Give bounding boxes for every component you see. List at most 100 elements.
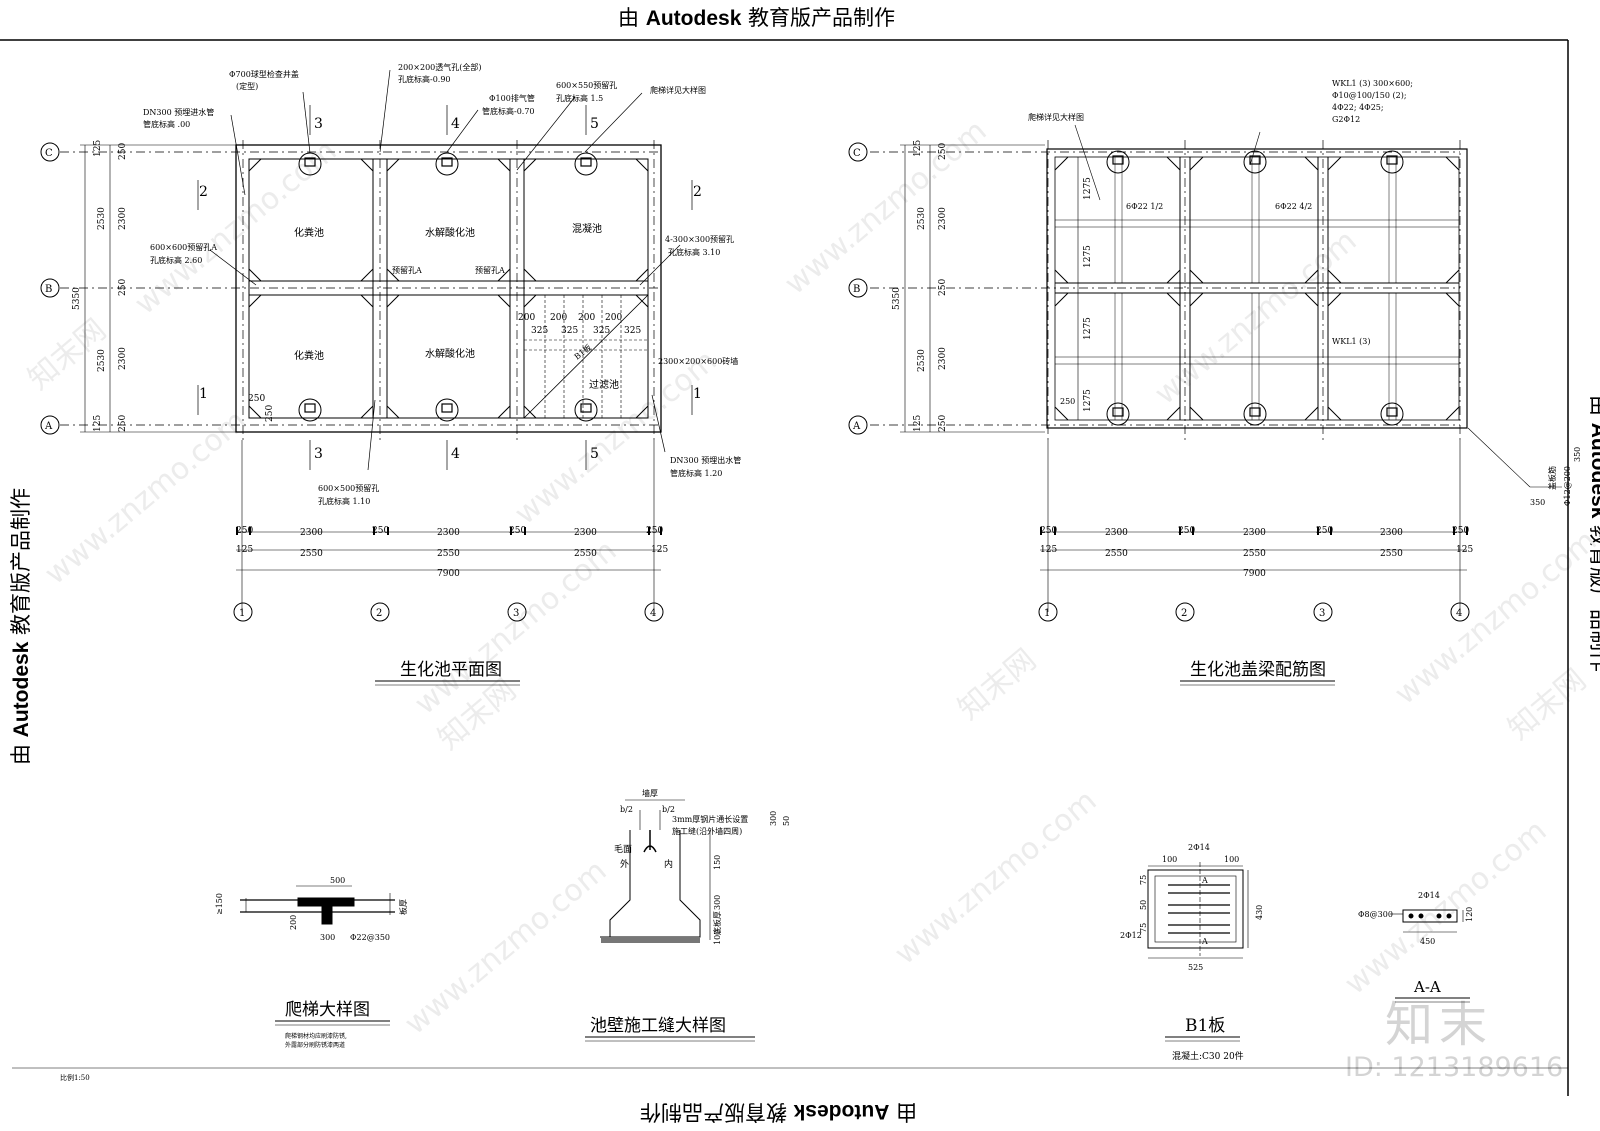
dim: 200	[578, 313, 595, 323]
annotation: 4-300×300预留孔	[665, 234, 734, 244]
znzmo-id: ID: 1213189616	[1345, 1052, 1564, 1083]
b1-label: 2Φ12	[1120, 931, 1142, 940]
dim: 250	[236, 526, 253, 536]
section-mark: 5	[590, 446, 599, 462]
axis-label: A	[852, 421, 861, 432]
dim: 2530	[917, 349, 927, 372]
aa-label: Φ8@300	[1358, 910, 1393, 919]
dim: 250	[118, 143, 128, 160]
dim: 325	[561, 326, 578, 336]
dim: 125	[1456, 545, 1473, 555]
joint-label: b/2	[662, 805, 675, 814]
dim: 125	[236, 545, 253, 555]
annotation: 孔底标高 2.60	[150, 255, 202, 265]
dim: 500	[330, 876, 345, 885]
dim: 2300	[118, 207, 128, 230]
dim: 200	[605, 313, 622, 323]
dim: 2550	[437, 549, 460, 559]
section-aa-detail	[1390, 909, 1464, 933]
beam-labels: C B A 1 2 3 4 2530 5350 2530 125 250 230…	[852, 79, 1582, 680]
b1-label: 100	[1162, 855, 1177, 864]
dim: 250	[1316, 526, 1333, 536]
dim: 325	[531, 326, 548, 336]
annotation: (定型)	[236, 81, 258, 91]
annotation: 爬梯详见大样图	[1028, 112, 1084, 122]
dim: 2300	[1243, 528, 1266, 538]
dim: 125	[913, 415, 923, 432]
plan-title-underline	[375, 680, 520, 686]
section-aa-labels: 2Φ14 Φ8@300 120 450 A-A	[1358, 891, 1474, 996]
room-label: 水解酸化池	[425, 226, 475, 239]
dim: 450	[1420, 937, 1435, 946]
annotation: 6Φ22 4/2	[1275, 202, 1312, 211]
beam-title-underline	[1180, 680, 1335, 686]
dim: 250	[509, 526, 526, 536]
joint-label: 墙厚	[642, 788, 658, 798]
dim: 50	[782, 816, 791, 826]
dim: 1275	[1083, 317, 1093, 340]
scale-note: 比例1:50	[60, 1073, 90, 1082]
dim: 250	[265, 405, 275, 422]
dim: 2550	[300, 549, 323, 559]
dim: 100	[713, 930, 722, 945]
dim: ≥150	[215, 893, 224, 915]
annotation: 管底标高 1.20	[670, 468, 722, 478]
annotation: DN300 预埋出水管	[670, 455, 741, 465]
section-mark: 4	[451, 116, 460, 132]
dim: 325	[624, 326, 641, 336]
annotation: 孔底标高 3.10	[668, 247, 720, 257]
b1-label: A	[1201, 876, 1208, 885]
dim: 板厚	[398, 899, 408, 915]
axis-label: 2	[376, 608, 382, 619]
b1-label: 2Φ14	[1188, 843, 1210, 852]
dim: 250	[938, 415, 948, 432]
annotation: WKL1 (3)	[1332, 337, 1370, 346]
znzmo-logo: 知末	[1385, 997, 1494, 1053]
dim: 250	[938, 279, 948, 296]
axis-label: A	[44, 421, 53, 432]
joint-label: 内	[664, 858, 673, 870]
section-mark: 3	[314, 446, 323, 462]
dim: 7900	[437, 569, 460, 579]
axis-label: 4	[650, 608, 656, 619]
dim: 125	[913, 140, 923, 157]
dim: 200	[289, 915, 298, 930]
dim: 2550	[1105, 549, 1128, 559]
annotation: 预留孔A	[475, 265, 505, 275]
dim: 250	[118, 415, 128, 432]
dim: 底板厚	[712, 911, 722, 935]
ladder-labels: 500 ≥150 200 300 Φ22@350 板厚 爬梯大样图 爬梯钢材均应…	[215, 876, 408, 1049]
dim: 250	[646, 526, 663, 536]
joint-label: b/2	[620, 805, 633, 814]
annotation: 孔底标高 1.5	[556, 93, 603, 103]
annotation: 350	[1530, 498, 1545, 507]
dim: 2300	[118, 347, 128, 370]
b1-title: B1板	[1185, 1016, 1225, 1036]
annotation: 预留孔A	[392, 265, 422, 275]
dim: 250	[118, 279, 128, 296]
dim: 200	[518, 313, 535, 323]
axis-label: 2	[1181, 608, 1187, 619]
section-mark: 2	[693, 184, 702, 200]
annotation: 孔底标高 1.10	[318, 496, 370, 506]
annotation: 600×500预留孔	[318, 483, 379, 493]
room-label: 混凝池	[572, 222, 602, 235]
axis-label: 3	[513, 608, 519, 619]
plan-view	[40, 69, 693, 622]
ladder-title: 爬梯大样图	[285, 1000, 370, 1020]
dim: 125	[93, 140, 103, 157]
dim: 2300	[574, 528, 597, 538]
dim: 325	[593, 326, 610, 336]
axis-label: 3	[1319, 608, 1325, 619]
dim: 2300	[437, 528, 460, 538]
beam-view	[848, 124, 1562, 622]
dim: 1275	[1083, 389, 1093, 412]
section-mark: 1	[693, 386, 702, 402]
axis-label: B	[853, 284, 860, 295]
dim: 2300	[300, 528, 323, 538]
annotation: 爬梯详见大样图	[650, 85, 706, 95]
beam-title: 生化池盖梁配筋图	[1190, 660, 1326, 680]
dim: 300	[769, 811, 778, 826]
axis-label: C	[853, 148, 861, 159]
